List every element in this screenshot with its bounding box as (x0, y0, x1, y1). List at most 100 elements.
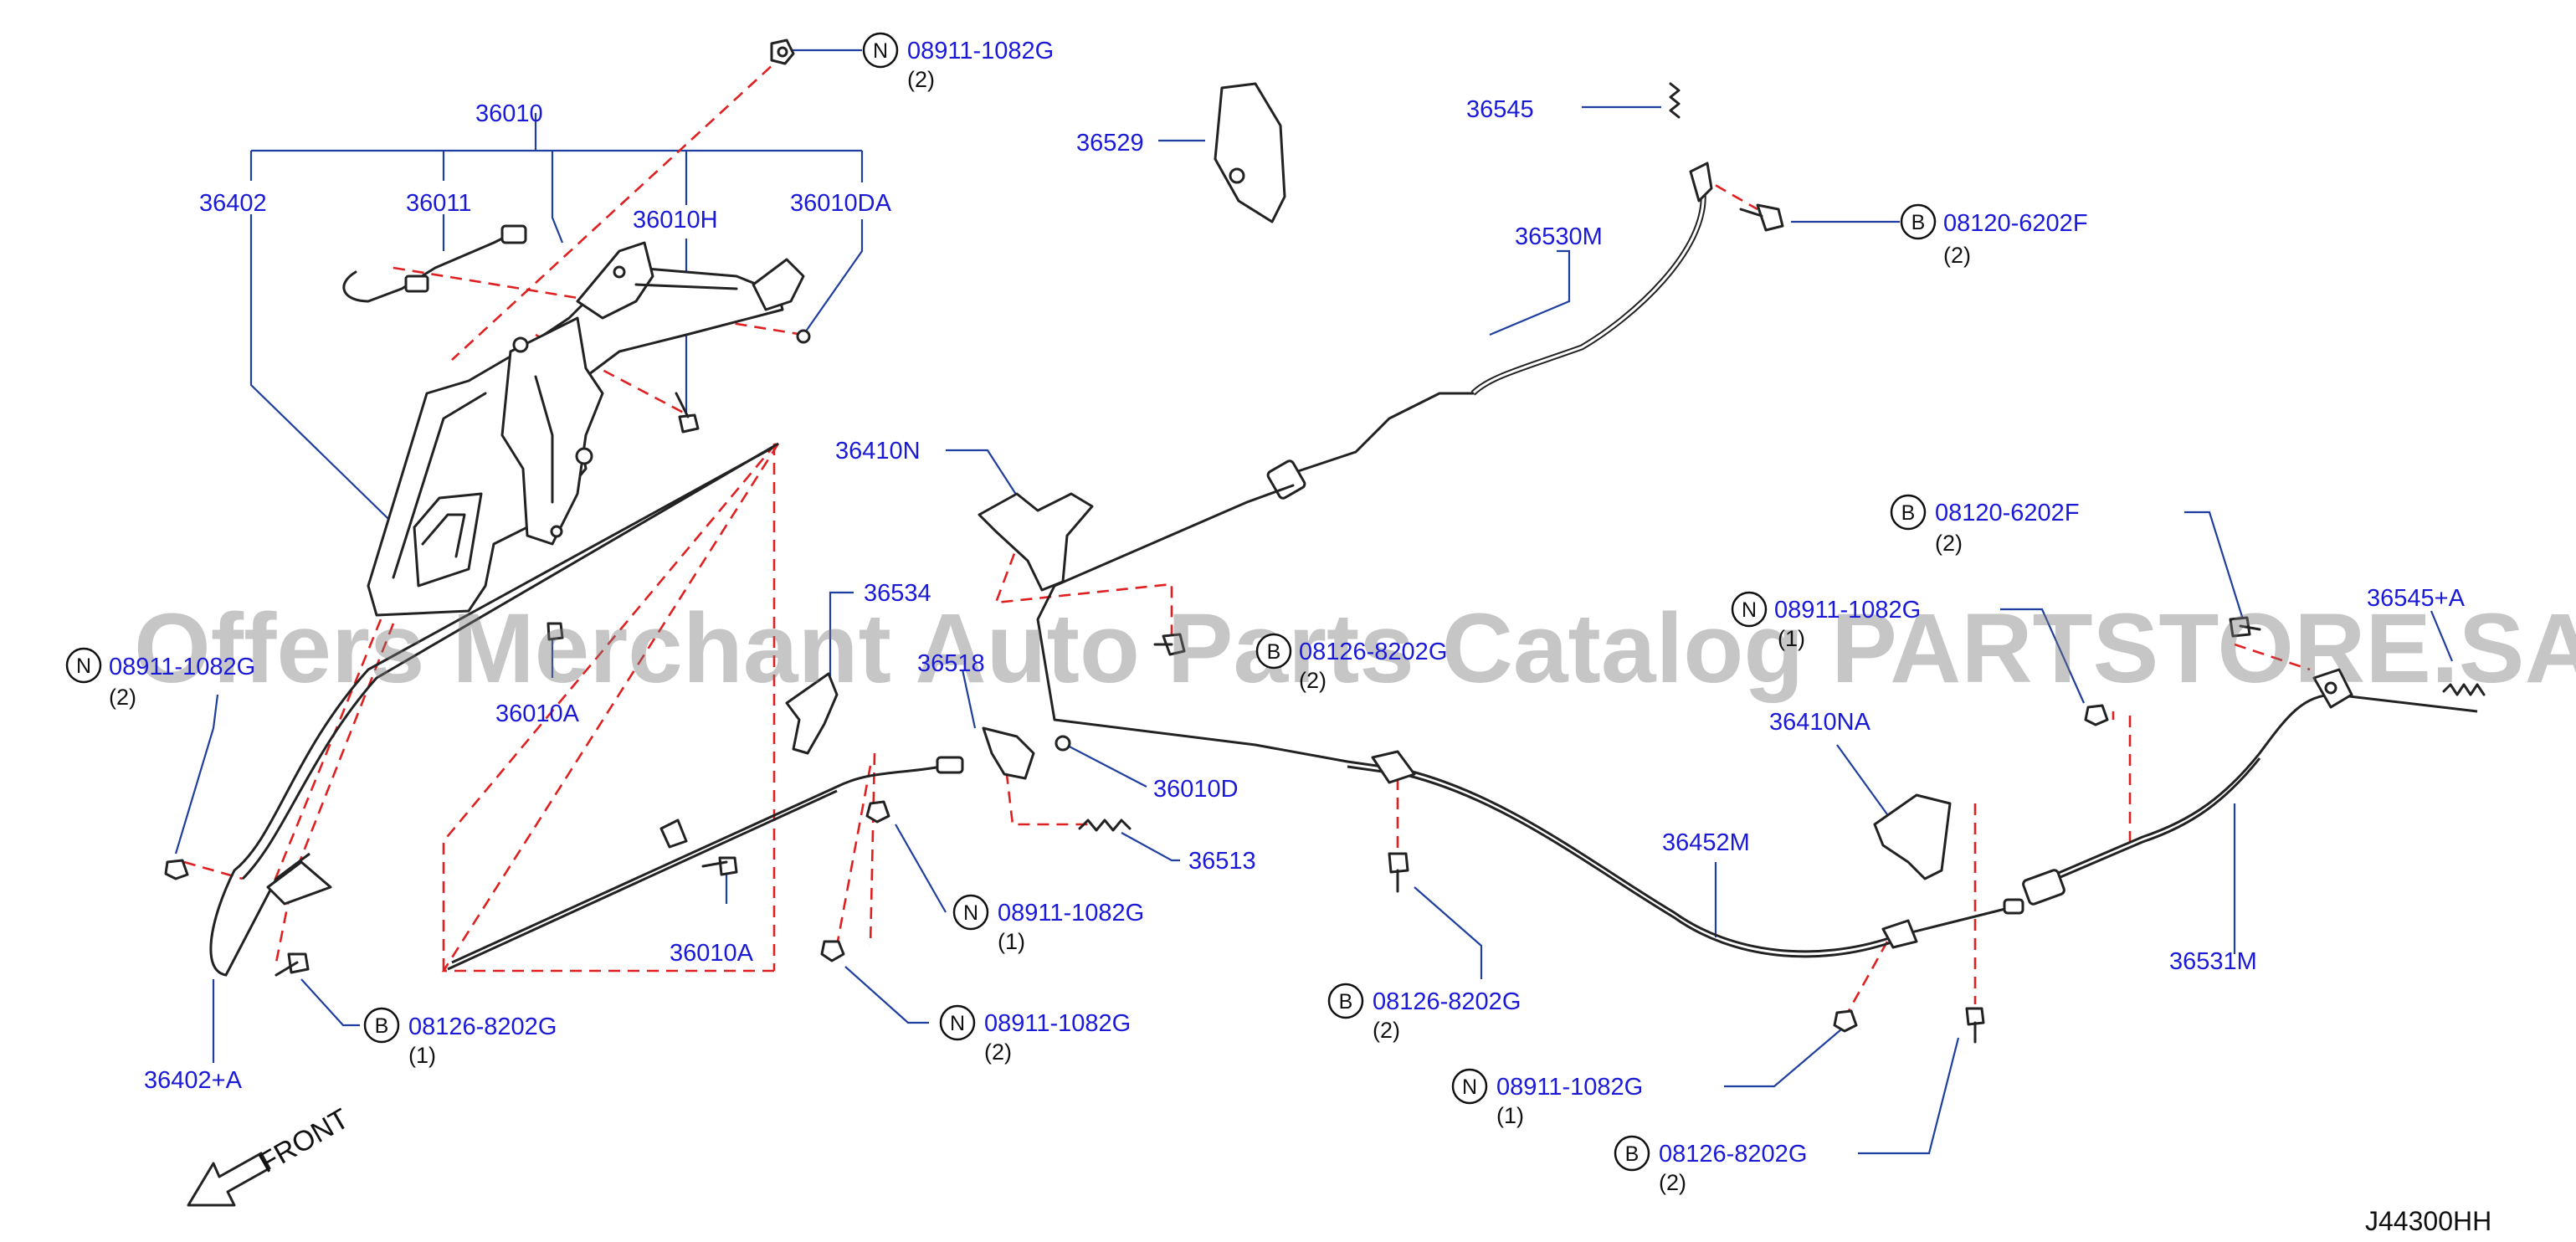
nuts-08911 (164, 704, 2109, 1033)
badge-f8: B (375, 1014, 389, 1038)
fastener-callouts: N 08911-1082G (2) B 08120-6202F (2) N 08… (65, 32, 2088, 1195)
number-f2: 08120-6202F (1943, 210, 2088, 237)
number-f5: 08120-6202F (1935, 500, 2080, 526)
badge-f12: B (1625, 1142, 1640, 1166)
label-36518: 36518 (917, 650, 985, 677)
label-36011: 36011 (406, 190, 472, 217)
label-36513: 36513 (1188, 848, 1256, 875)
front-label: FRONT (254, 1102, 354, 1178)
callout-f12: B 08126-8202G (2) (1614, 1135, 1807, 1195)
qty-f5: (2) (1935, 531, 1963, 556)
plate-36529 (1214, 82, 1286, 223)
bolt-36010A (547, 622, 738, 876)
label-36410NA: 36410NA (1769, 709, 1871, 736)
number-f10: 08126-8202G (1373, 988, 1521, 1015)
label-36010A-mid: 36010A (670, 940, 754, 967)
qty-f8: (1) (408, 1043, 436, 1068)
label-36402: 36402 (199, 190, 267, 217)
qty-f3: (2) (109, 685, 136, 710)
qty-f6: (1) (1778, 626, 1805, 651)
nut-08911-top (770, 38, 795, 65)
badge-f2: B (1911, 211, 1926, 234)
bolts-08126 (275, 852, 1985, 1044)
callout-f9: N 08911-1082G (2) (939, 1004, 1131, 1065)
badge-f7: N (963, 901, 978, 925)
part-number-labels: 36010 36402 36011 36010H 36010DA 36529 3… (144, 96, 2466, 1094)
callout-f11: N 08911-1082G (1) (1451, 1068, 1643, 1128)
label-36010: 36010 (475, 100, 543, 127)
bracket-36410N (978, 492, 1094, 592)
callout-f10: B 08126-8202G (2) (1327, 983, 1521, 1043)
qty-f10: (2) (1373, 1018, 1400, 1043)
cable-36452M (1347, 750, 2024, 958)
callout-f8: B 08126-8202G (1) (363, 1007, 557, 1068)
clip-36010DA (796, 329, 811, 344)
qty-f4: (2) (1299, 668, 1326, 693)
badge-f6: N (1742, 598, 1757, 622)
label-36410N: 36410N (835, 438, 921, 464)
label-36402A: 36402+A (144, 1067, 243, 1094)
cable-36402A (447, 756, 964, 971)
callout-f4: B 08126-8202G (2) (1255, 633, 1447, 693)
callout-f1: N 08911-1082G (2) (862, 32, 1054, 92)
parking-brake-lever-assembly (367, 241, 805, 617)
qty-f7: (1) (998, 929, 1025, 954)
bolt-08126-bracket (1153, 633, 1186, 656)
cable-36531M (2022, 668, 2478, 906)
number-f8: 08126-8202G (408, 1014, 557, 1040)
lever-36518 (982, 726, 1035, 780)
qty-f1: (2) (907, 67, 935, 92)
leader-lines (174, 49, 2454, 1155)
number-f4: 08126-8202G (1299, 639, 1447, 665)
badge-f11: N (1462, 1075, 1477, 1099)
badge-f9: N (950, 1012, 965, 1035)
bolt-08120-right (2229, 616, 2261, 638)
diagram-code: J44300HH (2365, 1206, 2491, 1236)
cable-36402 (209, 442, 779, 977)
spring-36545A (2442, 683, 2486, 696)
badge-f4: B (1267, 640, 1281, 664)
label-36010A-left: 36010A (495, 701, 580, 727)
badge-f10: B (1339, 990, 1353, 1014)
label-36452M: 36452M (1662, 829, 1750, 856)
spring-36545 (1669, 82, 1681, 119)
label-36529: 36529 (1076, 130, 1144, 157)
badge-f5: B (1901, 501, 1916, 525)
label-36010H: 36010H (633, 207, 718, 234)
number-f6: 08911-1082G (1774, 597, 1921, 624)
label-36531M: 36531M (2169, 948, 2257, 975)
washer-36010D (1055, 735, 1071, 752)
callout-f7: N 08911-1082G (1) (952, 894, 1144, 954)
callout-f2: B 08120-6202F (2) (1900, 203, 2088, 268)
callout-f3: N 08911-1082G (2) (65, 647, 255, 710)
watermark-text: Offers Merchant Auto Parts Catalog PARTS… (134, 593, 2576, 704)
bolt-08120-top (1739, 203, 1784, 232)
spring-36513 (1078, 819, 1131, 832)
label-36010DA: 36010DA (790, 190, 892, 217)
label-36545: 36545 (1466, 96, 1534, 123)
number-f9: 08911-1082G (984, 1010, 1131, 1037)
qty-f11: (1) (1496, 1103, 1524, 1128)
badge-f3: N (76, 654, 91, 678)
qty-f2: (2) (1943, 243, 1971, 268)
bolt-36010H (675, 392, 700, 434)
bracket-36534 (785, 672, 839, 755)
callout-f6: N 08911-1082G (1) (1731, 591, 1921, 651)
number-f7: 08911-1082G (998, 900, 1144, 926)
label-36534: 36534 (864, 580, 931, 607)
qty-f9: (2) (984, 1039, 1012, 1065)
badge-f1: N (873, 39, 888, 63)
number-f11: 08911-1082G (1496, 1074, 1643, 1101)
front-direction-arrow (187, 1152, 271, 1207)
label-36530M: 36530M (1515, 223, 1603, 250)
brake-switch-wire (342, 224, 527, 303)
label-36545A: 36545+A (2367, 585, 2466, 612)
cable-36530M (1036, 162, 1713, 763)
number-f1: 08911-1082G (907, 38, 1054, 64)
number-f3: 08911-1082G (109, 654, 255, 680)
bracket-36410NA (1873, 793, 1952, 880)
number-f12: 08126-8202G (1659, 1141, 1807, 1168)
callout-f5: B 08120-6202F (2) (1890, 494, 2080, 556)
label-36010D: 36010D (1153, 776, 1239, 803)
